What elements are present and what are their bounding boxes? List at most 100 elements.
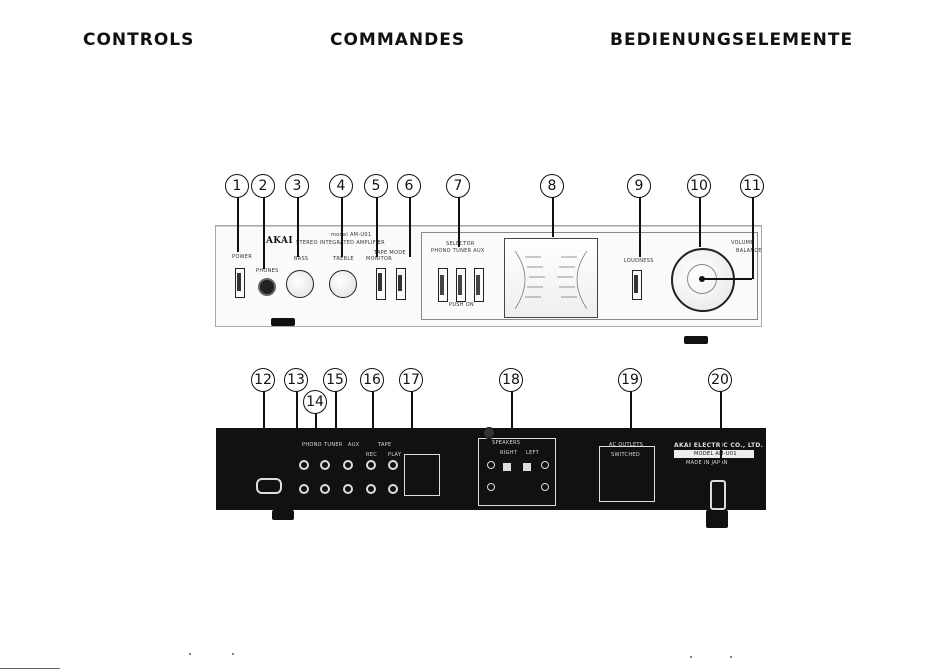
callout-19: 19 [618, 368, 642, 392]
front-subtitle: STEREO INTEGRATED AMPLIFIER [296, 240, 385, 246]
leader-8 [552, 197, 554, 237]
leader-17 [411, 390, 413, 450]
leader-15 [335, 390, 337, 438]
tape-rec-jack-top[interactable] [366, 460, 376, 470]
phono-jack-top[interactable] [299, 460, 309, 470]
callout-20: 20 [708, 368, 732, 392]
callout-10: 10 [687, 174, 711, 198]
bass-label: BASS [294, 256, 309, 262]
front-foot-right [684, 336, 708, 344]
power-switch[interactable] [235, 268, 245, 298]
rear-play: PLAY [388, 452, 402, 458]
selector-label: SELECTOR [446, 241, 475, 247]
push-on-label: PUSH ON [449, 302, 474, 308]
leader-7 [458, 197, 460, 247]
leader-13 [296, 390, 298, 438]
rear-speakers: SPEAKERS [492, 440, 521, 446]
balance-label: BALANCE [736, 248, 762, 254]
callout-12: 12 [251, 368, 275, 392]
speaker-terminal-box[interactable] [478, 438, 556, 506]
phones-jack[interactable] [258, 278, 276, 296]
rear-rec: REC [366, 452, 378, 458]
tuner-jack-bottom[interactable] [320, 484, 330, 494]
rear-ac-outlets: AC OUTLETS [609, 442, 644, 448]
tape-mode-switch[interactable] [396, 268, 406, 300]
leader-3 [297, 197, 299, 257]
aux-jack-top[interactable] [343, 460, 353, 470]
monitor-label: MONITOR [366, 256, 393, 262]
callout-5: 5 [364, 174, 388, 198]
volume-knob[interactable] [671, 248, 735, 312]
aux-jack-bottom[interactable] [343, 484, 353, 494]
leader-5 [376, 197, 378, 257]
callout-16: 16 [360, 368, 384, 392]
monitor-switch[interactable] [376, 268, 386, 300]
tape-rec-jack-bottom[interactable] [366, 484, 376, 494]
front-foot-left [271, 318, 295, 326]
front-panel: AKAI model AM-U01 STEREO INTEGRATED AMPL… [215, 225, 762, 327]
level-meter [504, 238, 598, 318]
rear-foot-left [272, 510, 294, 520]
tape-play-jack-bottom[interactable] [388, 484, 398, 494]
rear-screw [483, 427, 495, 439]
callout-7: 7 [446, 174, 470, 198]
callout-11: 11 [740, 174, 764, 198]
front-brand: AKAI [266, 236, 293, 246]
rear-tuner: TUNER [324, 442, 343, 448]
callout-15: 15 [323, 368, 347, 392]
callout-13: 13 [284, 368, 308, 392]
callout-2: 2 [251, 174, 275, 198]
loudness-label: LOUDNESS [624, 258, 654, 264]
treble-label: TREBLE [333, 256, 354, 262]
tape-play-jack-top[interactable] [388, 460, 398, 470]
callout-8: 8 [540, 174, 564, 198]
leader-6 [409, 197, 411, 257]
leader-12 [263, 390, 265, 430]
rear-maker: AKAI ELECTRIC CO., LTD. [674, 442, 764, 449]
power-cord-right [710, 480, 726, 510]
rear-panel: PHONO TUNER AUX TAPE REC PLAY SPEAKERS R… [216, 428, 766, 510]
scan-dot [232, 653, 234, 655]
leader-11-h [704, 278, 752, 280]
power-cord-clamp [256, 478, 282, 494]
tape-mode-label: TAPE MODE [374, 250, 406, 256]
leader-16 [372, 390, 374, 438]
bass-knob[interactable] [286, 270, 314, 298]
leader-2 [263, 197, 265, 269]
selector-frame [421, 232, 758, 320]
rear-tape: TAPE [378, 442, 392, 448]
bottom-edge-line [0, 668, 60, 669]
loudness-switch[interactable] [632, 270, 642, 300]
leader-14 [315, 412, 317, 438]
leader-10 [699, 197, 701, 247]
scan-dot [690, 656, 692, 658]
rear-switched: SWITCHED [611, 452, 641, 458]
callout-18: 18 [499, 368, 523, 392]
treble-knob[interactable] [329, 270, 357, 298]
rear-made-in: MADE IN JAPAN [686, 460, 728, 466]
rear-model-plate: MODEL AM-U01 [694, 451, 737, 457]
header-commandes: COMMANDES [330, 30, 466, 50]
volume-label: VOLUME [731, 240, 754, 246]
callout-3: 3 [285, 174, 309, 198]
callout-6: 6 [397, 174, 421, 198]
rear-foot-right [706, 510, 728, 528]
leader-18 [511, 390, 513, 435]
phono-jack-bottom[interactable] [299, 484, 309, 494]
selector-items: PHONO TUNER AUX [431, 248, 485, 254]
selector-aux[interactable] [474, 268, 484, 302]
model-plate: MODEL AM-U01 [674, 450, 754, 458]
front-model: model AM-U01 [331, 232, 372, 238]
leader-19 [630, 390, 632, 440]
scan-dot [189, 653, 191, 655]
selector-phono[interactable] [438, 268, 448, 302]
tuner-jack-top[interactable] [320, 460, 330, 470]
power-label: POWER [232, 254, 253, 260]
rear-left: LEFT [526, 450, 539, 456]
phones-label: PHONES [256, 268, 279, 274]
leader-1 [237, 197, 239, 252]
selector-tuner[interactable] [456, 268, 466, 302]
ac-outlet-box[interactable] [599, 446, 655, 502]
callout-4: 4 [329, 174, 353, 198]
dubbing-jack-box[interactable] [404, 454, 440, 496]
